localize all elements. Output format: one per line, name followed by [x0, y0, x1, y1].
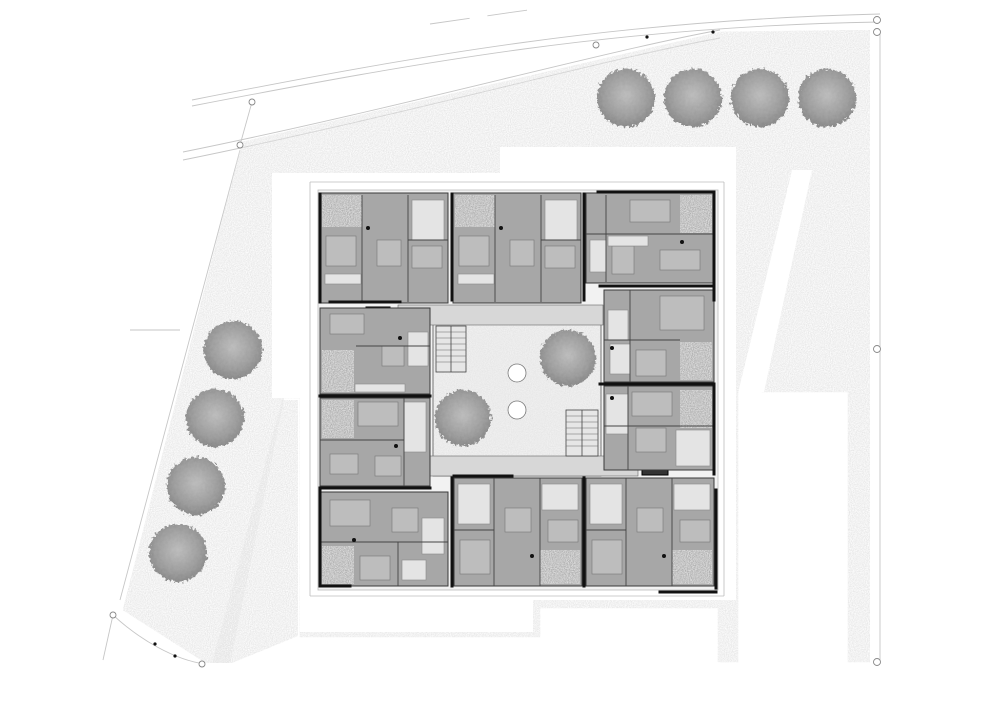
garden-strip [212, 400, 298, 663]
tree [597, 69, 655, 127]
apartment-right-2 [603, 385, 715, 471]
tree [204, 321, 262, 379]
courtyard-light [507, 363, 527, 383]
apartment-left-3 [319, 491, 449, 587]
courtyard-tree [540, 330, 596, 386]
stair-core-south [565, 409, 599, 457]
tree [731, 69, 789, 127]
tree [798, 69, 856, 127]
stair-core-north [435, 325, 467, 373]
exterior-walls [318, 190, 718, 594]
street-trees [597, 69, 856, 127]
apartment-right-1 [603, 289, 715, 383]
apartment-left-2 [319, 397, 431, 487]
courtyard-tree [435, 390, 491, 446]
apartment-bottom-2 [585, 477, 715, 587]
apartment-left-1 [319, 307, 431, 395]
apartment-top-1 [319, 192, 449, 304]
tree [167, 457, 225, 515]
tree [664, 69, 722, 127]
apartment-top-3 [585, 192, 715, 284]
courtyard-light [507, 400, 527, 420]
apartment-bottom-1 [453, 477, 583, 587]
side-trees [149, 321, 262, 582]
tree [149, 524, 207, 582]
apartment-top-2 [452, 192, 582, 304]
tree [186, 389, 244, 447]
site-markers [109, 16, 881, 668]
